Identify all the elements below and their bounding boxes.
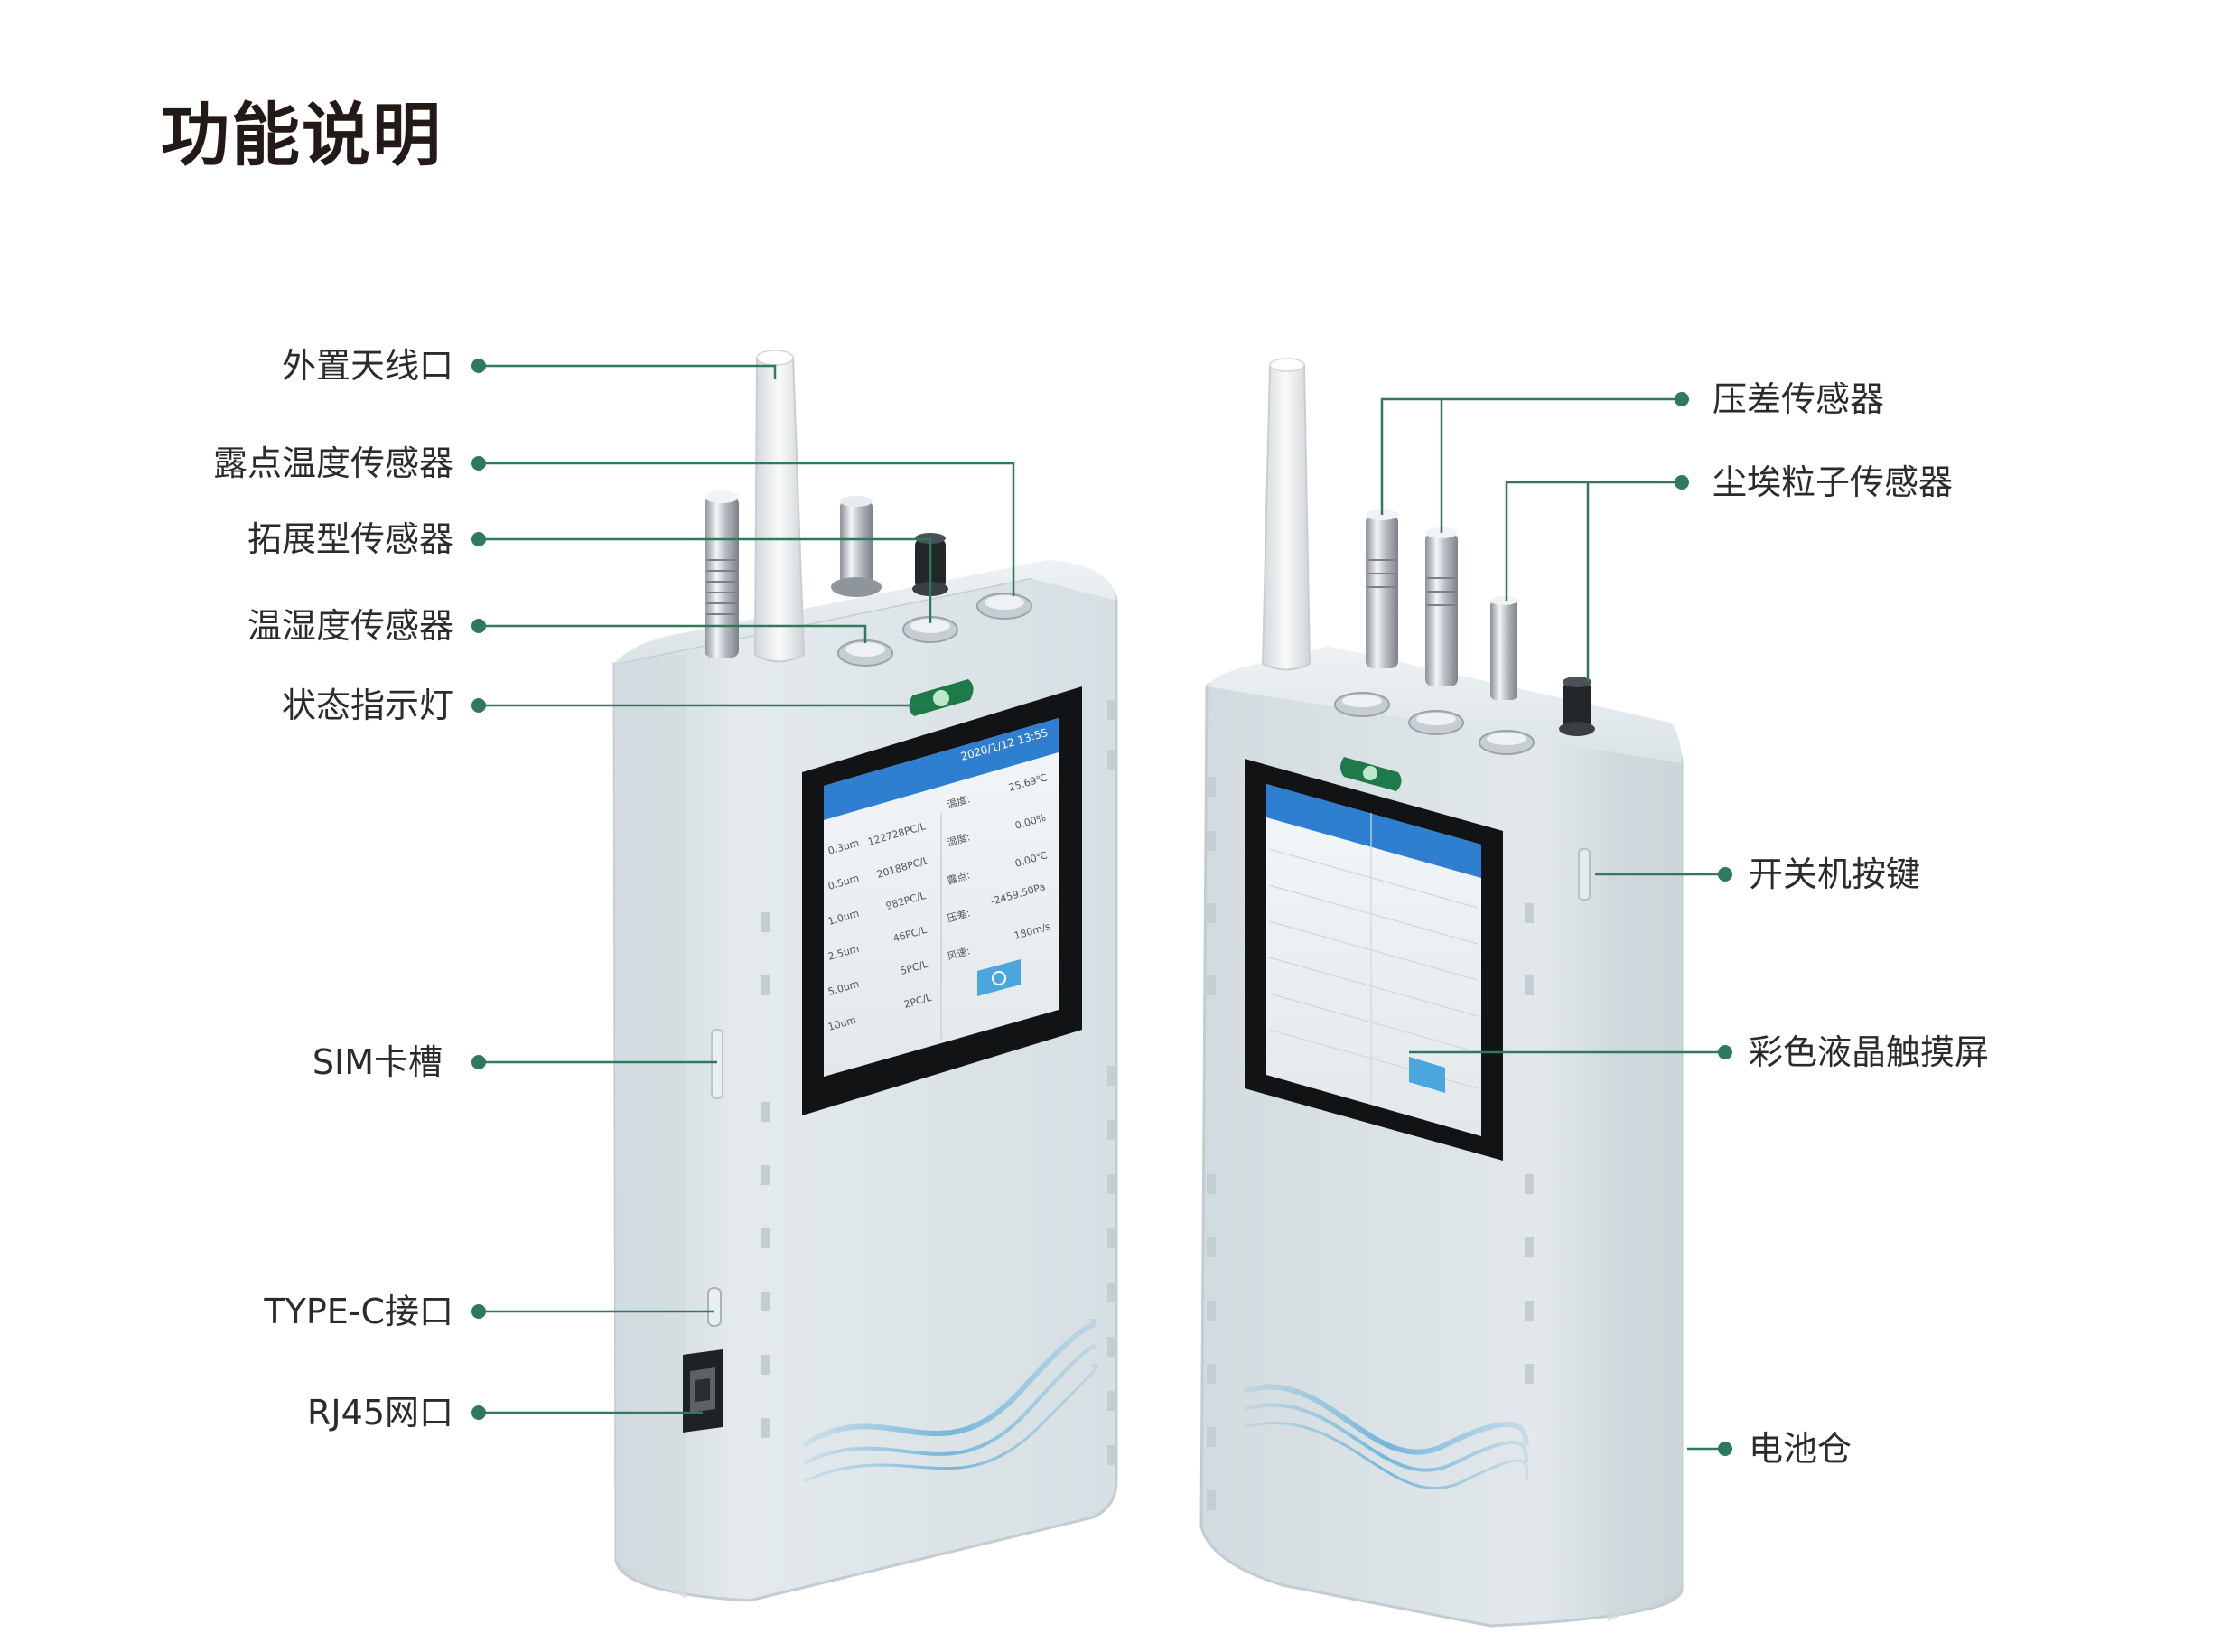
label-antenna-port: 外置天线口: [282, 349, 453, 383]
label-touch-screen: 彩色液晶触摸屏: [1749, 1035, 1989, 1069]
label-rj45-port: RJ45网口: [307, 1395, 453, 1430]
label-sim-slot: SIM卡槽: [313, 1045, 443, 1079]
label-pressure-sensor: 压差传感器: [1713, 382, 1884, 416]
label-type-c-port: TYPE-C接口: [264, 1294, 453, 1329]
label-dew-point-sensor: 露点温度传感器: [213, 446, 453, 481]
label-status-light: 状态指示灯: [282, 688, 453, 723]
right-device: [1201, 359, 1682, 1626]
label-power-button: 开关机按键: [1749, 857, 1920, 891]
label-dust-particle-sensor: 尘埃粒子传感器: [1713, 465, 1953, 499]
label-battery-compartment: 电池仓: [1749, 1432, 1852, 1466]
label-expansion-sensor: 拓展型传感器: [247, 522, 453, 556]
label-temp-humidity-sensor: 温湿度传感器: [247, 609, 453, 643]
